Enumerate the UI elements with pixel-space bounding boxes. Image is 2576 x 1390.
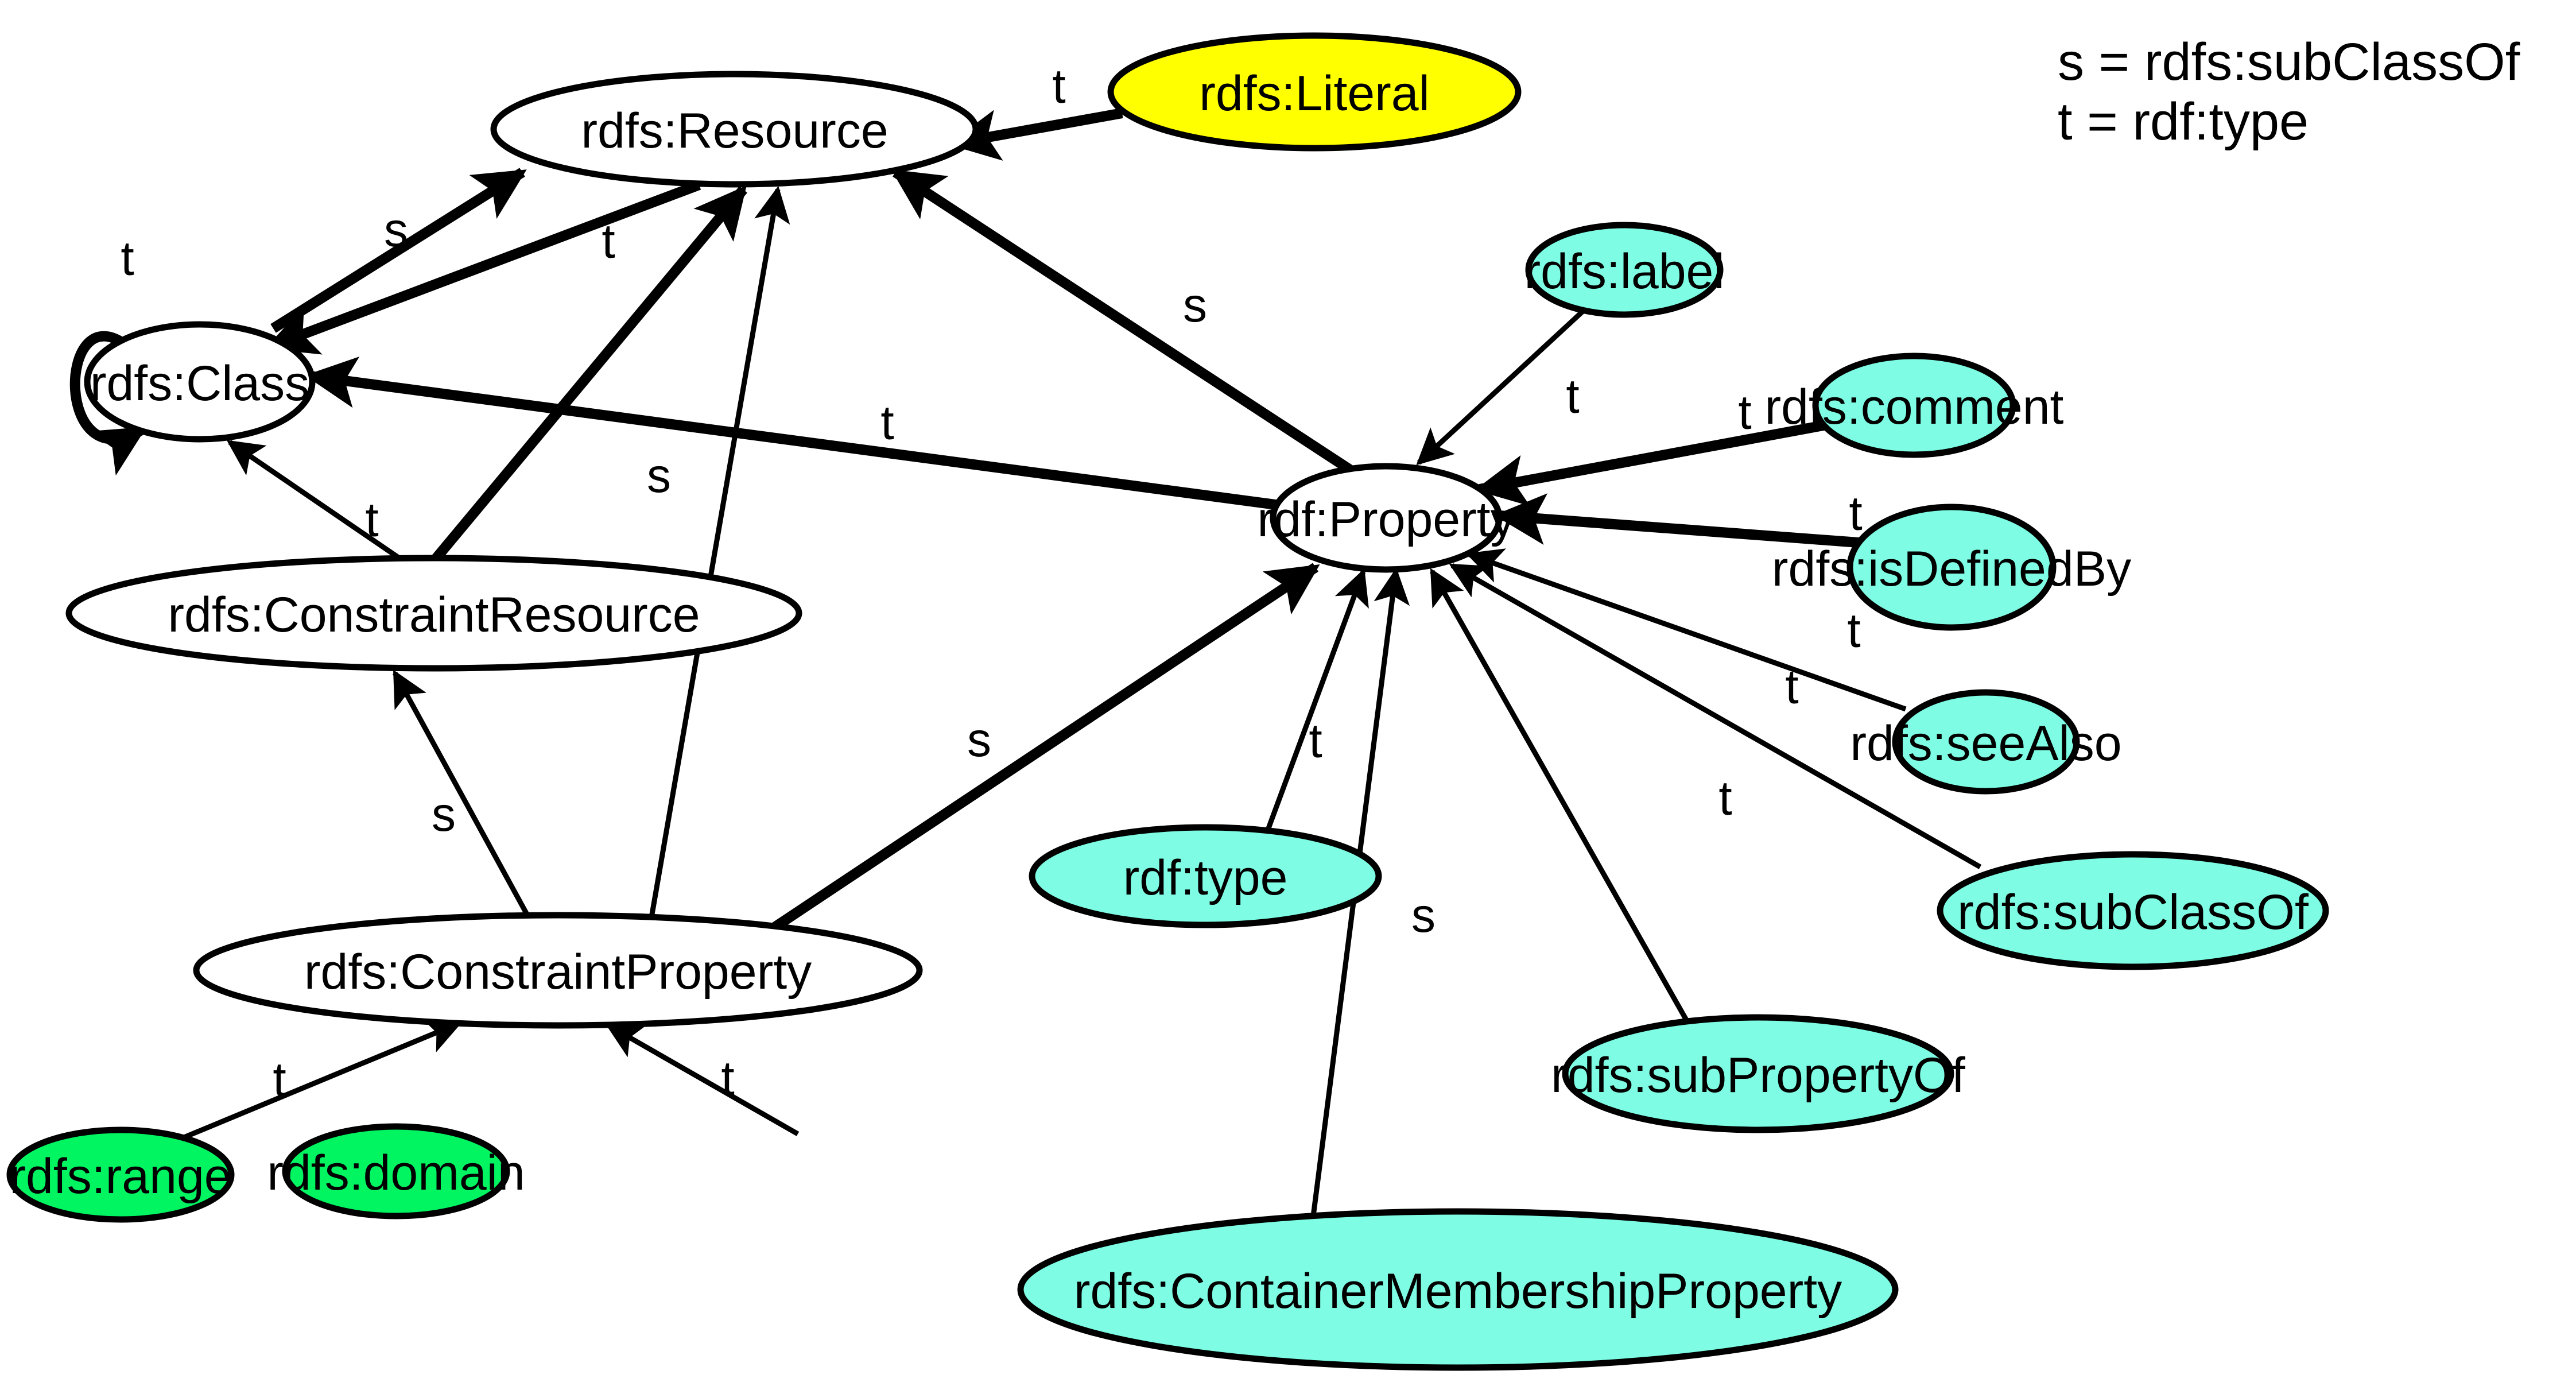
edge-constraintproperty-subclassof-resource <box>649 185 790 918</box>
edge-label-comment-type-property: t <box>1738 385 1751 439</box>
edge-label-class-type-class-selfloop: t <box>121 231 134 285</box>
edge-label-rdftype-type-property: t <box>1309 714 1322 768</box>
node-label-rdfs-comment: rdfs:comment <box>1765 380 2064 435</box>
node-rdfs-seealso[interactable]: rdfs:seeAlso <box>1850 689 2122 795</box>
edge-rdftype-type-property <box>1264 568 1369 833</box>
node-rdfs-containermembershipproperty[interactable]: rdfs:ContainerMembershipProperty <box>1017 1208 1899 1371</box>
edge-label-subpropertyof-type-property: t <box>1718 771 1732 825</box>
edge-label-domain-type-constraintproperty: t <box>721 1051 734 1105</box>
edge-constraintresource-type-resource <box>432 185 747 562</box>
node-label-rdfs-domain: rdfs:domain <box>267 1145 525 1201</box>
edge-label-seealso-type-property: t <box>1847 603 1860 657</box>
edge-label-class-subclassof-resource: s <box>384 203 408 257</box>
edge-isdefinedby-type-property <box>1494 493 1859 548</box>
edge-label-constraintproperty-subclassof-constraintresource: s <box>432 787 456 841</box>
edge-resource-type-class <box>265 180 701 355</box>
edge-label-literal-type-resource: t <box>1052 59 1065 113</box>
edge-range-type-constraintproperty <box>181 1019 463 1141</box>
node-rdfs-comment[interactable]: rdfs:comment <box>1765 353 2064 458</box>
edge-property-subclassof-resource <box>891 168 1353 474</box>
edges-layer <box>69 108 1982 1217</box>
nodes-layer: rdfs:Resource rdfs:Literal rdfs:Class rd… <box>6 32 2329 1371</box>
node-rdfs-subpropertyof[interactable]: rdfs:subPropertyOf <box>1551 1014 1966 1133</box>
node-label-rdfs-containermembershipproperty: rdfs:ContainerMembershipProperty <box>1074 1264 1842 1319</box>
edge-constraintresource-type-class <box>226 440 404 562</box>
node-label-rdfs-subclassof: rdfs:subClassOf <box>1957 885 2309 940</box>
node-rdfs-isdefinedby[interactable]: rdfs:isDefinedBy <box>1772 504 2131 631</box>
edge-label-constraintproperty-subclassof-resource: s <box>647 448 671 502</box>
legend: s = rdfs:subClassOf t = rdf:type <box>2058 33 2520 151</box>
node-rdfs-class[interactable]: rdfs:Class <box>84 321 316 443</box>
edge-label-label-type-property: t <box>1566 369 1579 423</box>
node-rdfs-range[interactable]: rdfs:range <box>6 1126 235 1223</box>
node-rdfs-resource[interactable]: rdfs:Resource <box>490 71 979 188</box>
edge-comment-type-property <box>1475 420 1828 506</box>
node-rdfs-constraintproperty[interactable]: rdfs:ConstraintProperty <box>193 912 923 1029</box>
node-label-rdfs-range: rdfs:range <box>9 1149 231 1204</box>
node-label-rdfs-label: rdfs:label <box>1524 244 1725 299</box>
edge-label-subclassof-type-property: t <box>1785 660 1798 714</box>
edge-label-range-type-constraintproperty: t <box>273 1052 286 1106</box>
node-rdfs-subclassof[interactable]: rdfs:subClassOf <box>1937 851 2329 970</box>
edge-literal-type-resource <box>948 108 1123 161</box>
edge-label-isdefinedby-type-property: t <box>1849 486 1862 540</box>
node-rdfs-label[interactable]: rdfs:label <box>1524 222 1725 318</box>
edge-subclassof-type-property <box>1449 563 1982 869</box>
edge-label-type-property <box>1416 308 1586 466</box>
edge-labels-layer: s t t s s s s t t t t t t t t t t s t t <box>121 59 1862 1106</box>
node-rdfs-constraintresource[interactable]: rdfs:ConstraintResource <box>65 555 802 672</box>
edge-label-cmproperty-subclassof-property: s <box>1411 888 1436 942</box>
node-label-rdf-property: rdf:Property <box>1257 492 1515 547</box>
edge-label-constraintresource-type-class: t <box>365 493 378 547</box>
node-label-rdf-type: rdf:type <box>1123 850 1288 905</box>
edge-seealso-type-property <box>1466 548 1907 712</box>
node-label-rdfs-resource: rdfs:Resource <box>581 103 888 158</box>
node-label-rdfs-literal: rdfs:Literal <box>1199 66 1430 121</box>
node-rdf-property[interactable]: rdf:Property <box>1257 463 1515 573</box>
node-label-rdfs-subpropertyof: rdfs:subPropertyOf <box>1551 1048 1966 1103</box>
edge-class-type-class-selfloop <box>69 331 147 476</box>
edge-subpropertyof-type-property <box>1430 568 1690 1024</box>
node-rdf-type[interactable]: rdf:type <box>1029 824 1382 928</box>
edge-property-type-class <box>305 357 1281 510</box>
node-rdfs-literal[interactable]: rdfs:Literal <box>1107 32 1522 152</box>
node-label-rdfs-class: rdfs:Class <box>90 356 309 411</box>
node-label-rdfs-constraintresource: rdfs:ConstraintResource <box>168 587 700 642</box>
edge-domain-type-constraintproperty <box>605 1023 800 1136</box>
node-label-rdfs-constraintproperty: rdfs:ConstraintProperty <box>304 944 812 1000</box>
node-label-rdfs-isdefinedby: rdfs:isDefinedBy <box>1772 541 2131 597</box>
edge-constraintproperty-subclassof-constraintresource <box>393 669 530 918</box>
edge-constraintproperty-subclassof-property <box>761 563 1320 939</box>
edge-class-subclassof-resource <box>270 168 527 333</box>
legend-line-type: t = rdf:type <box>2058 92 2309 151</box>
edge-label-property-subclassof-resource: s <box>1183 278 1207 332</box>
node-rdfs-domain[interactable]: rdfs:domain <box>267 1123 525 1219</box>
edge-label-constraintproperty-subclassof-property: s <box>967 713 991 766</box>
node-label-rdfs-seealso: rdfs:seeAlso <box>1850 716 2121 771</box>
legend-line-subclassof: s = rdfs:subClassOf <box>2058 33 2520 91</box>
edge-label-resource-type-class: t <box>602 214 615 268</box>
edge-label-property-type-class: t <box>880 396 894 450</box>
